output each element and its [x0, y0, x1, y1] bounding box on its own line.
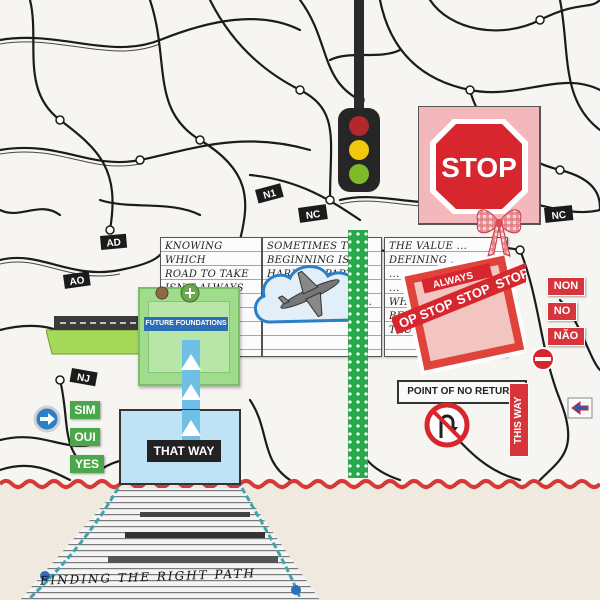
- no-entry-sign: [531, 347, 555, 371]
- striped-path: [20, 487, 320, 600]
- future-foundations-label: FUTURE FOUNDATIONS: [144, 317, 228, 331]
- route-label-nj: NJ: [69, 368, 98, 387]
- tag-non: NON: [547, 277, 585, 296]
- road-ribbon: [46, 316, 146, 355]
- point-of-no-return-label: POINT OF NO RETURN: [397, 380, 527, 404]
- svg-text:N1: N1: [262, 188, 278, 202]
- no-u-turn-sign: [424, 402, 470, 448]
- svg-text:NJ: NJ: [76, 372, 91, 385]
- route-label-ao: AO: [63, 271, 91, 289]
- tag-nao: NÃO: [547, 327, 585, 346]
- stop-sign-text: STOP: [441, 152, 517, 183]
- that-way-label: THAT WAY: [147, 440, 221, 462]
- svg-text:AD: AD: [106, 237, 121, 249]
- card-decorations: [155, 283, 200, 303]
- that-way-screen: [119, 340, 241, 485]
- tag-yes: YES: [70, 455, 104, 473]
- stop-banner-card: OP STOP STOP STOP ALWAYS: [392, 250, 526, 376]
- svg-text:NC: NC: [551, 210, 567, 222]
- route-label-ad: AD: [100, 233, 128, 250]
- stop-sign-card: STOP: [418, 106, 541, 225]
- airplane-icon: [277, 270, 340, 318]
- route-label-n1: N1: [255, 183, 284, 204]
- svg-text:AO: AO: [69, 275, 86, 288]
- red-stitch-border: [0, 479, 600, 489]
- cloud-airplane: [254, 265, 367, 324]
- traffic-light: [338, 0, 380, 192]
- svg-text:NC: NC: [305, 209, 321, 222]
- tag-sim: SIM: [70, 401, 100, 419]
- this-way-label: THIS WAY: [509, 383, 529, 457]
- gingham-bow: [476, 209, 522, 257]
- left-arrow-sign: [567, 397, 593, 419]
- tag-no: NO: [547, 302, 577, 321]
- route-label-nc: NC: [298, 204, 328, 223]
- route-label-nc-right: NC: [544, 205, 574, 223]
- right-arrow-sign: [33, 405, 61, 433]
- tag-oui: OUI: [70, 428, 100, 446]
- polka-dot-ribbon: [348, 230, 368, 478]
